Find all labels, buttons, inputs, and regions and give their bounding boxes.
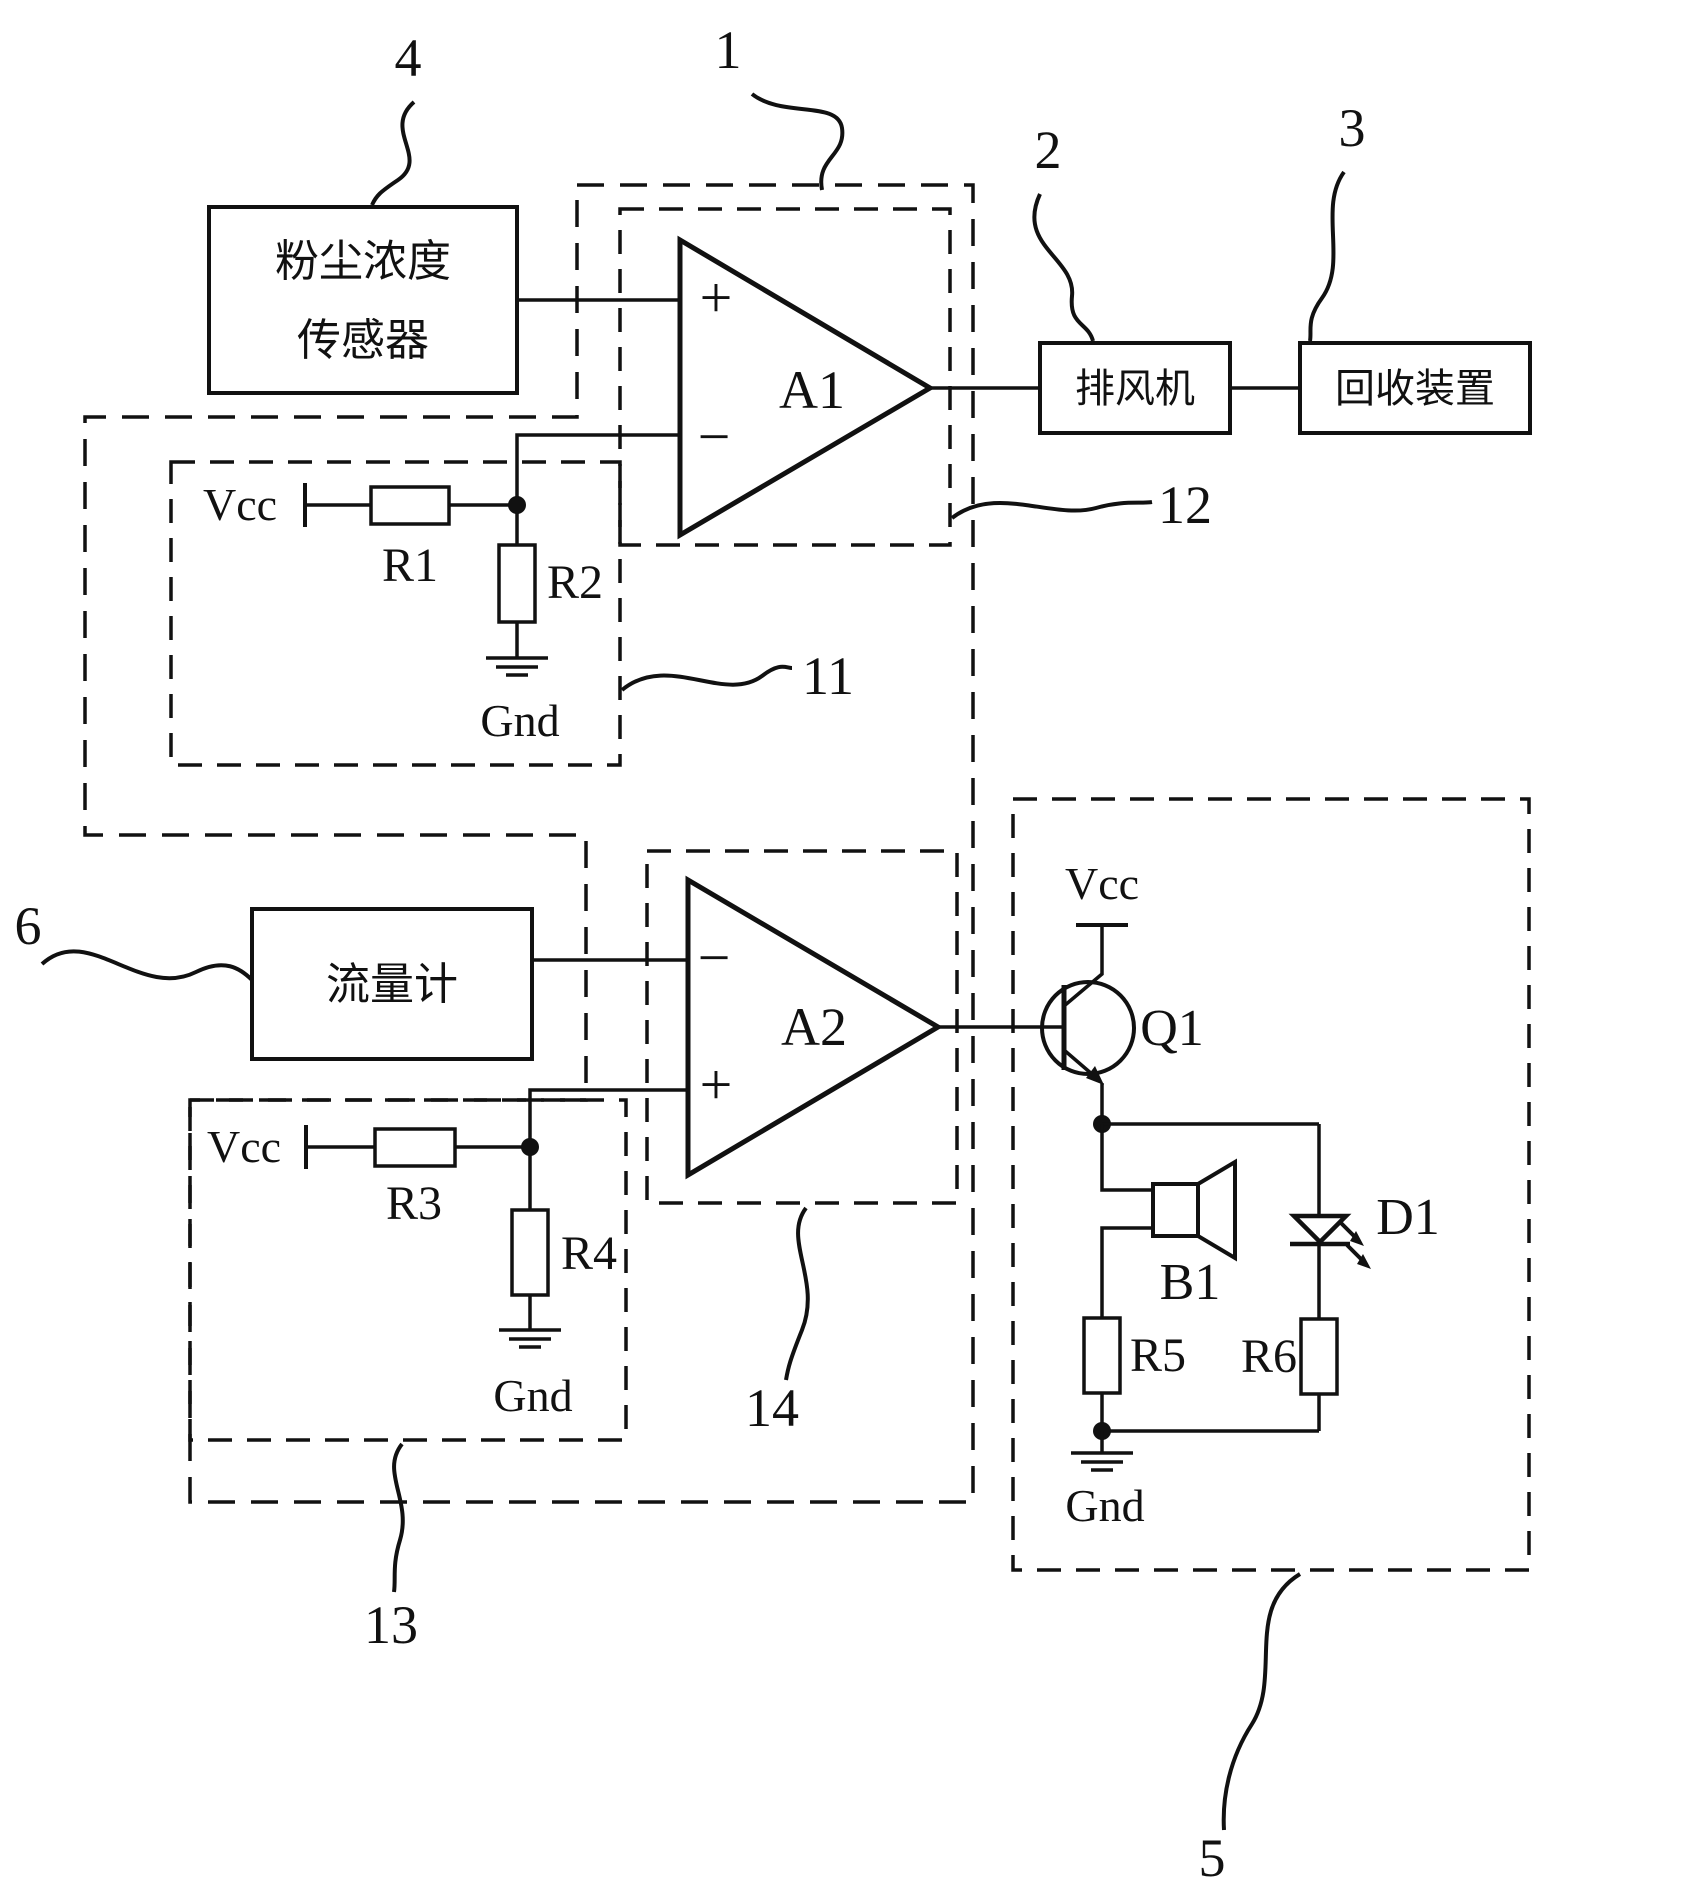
a1-label: A1 [779, 360, 845, 420]
transistor-q1 [1040, 923, 1136, 1124]
ref-number-14: 14 [745, 1378, 799, 1438]
gnd1-symbol [486, 656, 548, 677]
ref-number-4: 4 [394, 28, 422, 88]
a2-plus-sign: + [699, 1052, 733, 1117]
gnd-label-upper: Gnd [480, 695, 560, 746]
leader-2 [1032, 193, 1095, 342]
exhaust-fan-label: 排风机 [1075, 366, 1195, 411]
gnd-label-lower: Gnd [493, 1370, 573, 1421]
dust-sensor-box [207, 205, 519, 395]
resistor-r4 [510, 1208, 550, 1297]
leader-6 [40, 949, 254, 982]
resistor-r1 [369, 485, 451, 526]
d1-emit-arrow-2-head [1357, 1254, 1371, 1269]
box13-dashed-outline [188, 1098, 628, 1442]
resistor-r5 [1082, 1316, 1122, 1395]
ref-number-1: 1 [714, 20, 742, 80]
leader-5 [1221, 1572, 1302, 1831]
q1-emitter-arrowhead [1086, 1066, 1104, 1085]
r2-label: R2 [546, 556, 604, 609]
leader-lines [40, 92, 1346, 1831]
a1-minus-sign: − [697, 404, 731, 469]
d1-label: D1 [1376, 1189, 1440, 1246]
wire-node-to-a2-plus [528, 1088, 688, 1147]
q1-label: Q1 [1140, 1000, 1204, 1057]
flow-meter-label: 流量计 [326, 960, 458, 1009]
leader-11 [620, 664, 793, 692]
wire-node-to-a1-minus [515, 433, 680, 505]
leader-1 [750, 92, 845, 191]
leader-12 [950, 500, 1153, 520]
a1-plus-sign: + [699, 265, 733, 330]
box11-dashed-outline [169, 460, 622, 767]
wire-b1-bottom-to-r5 [1100, 1226, 1153, 1318]
alarm-wiring [1071, 1115, 1321, 1472]
gnd-label-alarm: Gnd [1065, 1480, 1145, 1531]
b1-horn [1196, 1158, 1237, 1262]
r4-label: R4 [560, 1227, 618, 1280]
leader-4 [370, 100, 416, 206]
speaker-b1 [1151, 1158, 1237, 1262]
ref-number-12: 12 [1158, 475, 1212, 535]
recovery-device-label: 回收装置 [1335, 366, 1495, 411]
ref-number-6: 6 [14, 896, 42, 956]
r6-label: R6 [1240, 1330, 1298, 1383]
leader-14 [784, 1206, 810, 1381]
ref-number-3: 3 [1338, 98, 1366, 158]
a2-minus-sign: − [697, 925, 731, 990]
opamp-a2-triangle [685, 875, 943, 1180]
q1-collector [1062, 925, 1104, 1008]
wire-junction-to-b1-top [1100, 1124, 1153, 1192]
node-r3-r4-junction [521, 1138, 539, 1156]
node-r1-r2-junction [508, 496, 526, 514]
q1-circle [1040, 980, 1136, 1076]
ref-number-13: 13 [364, 1595, 418, 1655]
d1-emit-arrow-1-head [1350, 1231, 1364, 1246]
vcc-label-upper: Vcc [202, 479, 278, 530]
a2-wiring [304, 958, 1064, 1349]
r5-label: R5 [1129, 1329, 1187, 1382]
leader-13 [392, 1442, 405, 1593]
a2-label: A2 [781, 997, 847, 1057]
b1-label: B1 [1159, 1254, 1221, 1311]
leader-3 [1308, 170, 1346, 342]
resistor-r2 [497, 543, 537, 624]
vcc-label-lower: Vcc [206, 1121, 282, 1172]
dust-sensor-label-line2: 传感器 [297, 316, 429, 365]
d1-triangle [1288, 1213, 1352, 1246]
r1-label: R1 [381, 539, 439, 592]
r3-label: R3 [385, 1177, 443, 1230]
dust-sensor-label-line1: 粉尘浓度 [275, 237, 451, 286]
gnd3-symbol [1071, 1451, 1133, 1472]
box12-dashed-outline [618, 207, 952, 547]
resistor-r6 [1299, 1317, 1339, 1396]
ref-number-2: 2 [1034, 120, 1062, 180]
box5-dashed-outline [1011, 797, 1531, 1572]
vcc-label-q1: Vcc [1064, 858, 1140, 909]
gnd2-symbol [499, 1328, 561, 1349]
ref-number-11: 11 [802, 646, 854, 706]
a1-wiring [303, 298, 1300, 677]
opamp-a1-triangle [677, 235, 935, 540]
led-d1 [1288, 1213, 1371, 1269]
b1-body [1151, 1182, 1200, 1238]
resistor-r3 [373, 1127, 457, 1168]
ref-number-5: 5 [1198, 1828, 1226, 1888]
flow-meter-box [250, 907, 534, 1061]
